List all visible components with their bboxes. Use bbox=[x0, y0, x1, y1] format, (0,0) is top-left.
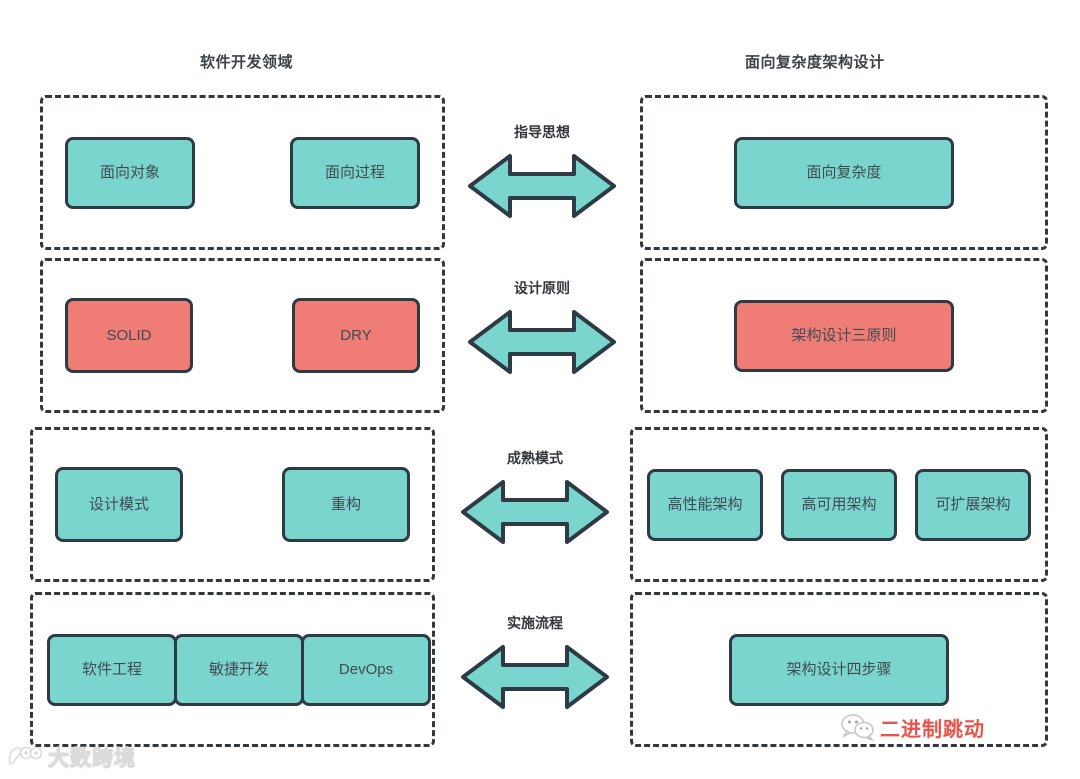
node-row: 面向对象 面向过程 bbox=[43, 136, 442, 209]
column-title-right: 面向复杂度架构设计 bbox=[745, 54, 885, 71]
node-row: 面向复杂度 bbox=[643, 136, 1045, 209]
node-box[interactable]: 面向对象 bbox=[65, 136, 195, 209]
arrow-label: 成熟模式 bbox=[507, 450, 563, 466]
group-right-row-2: 架构设计三原则 bbox=[640, 258, 1048, 413]
node-row: SOLID DRY bbox=[43, 298, 442, 373]
node-box[interactable]: DevOps bbox=[301, 633, 431, 706]
node-box[interactable]: 软件工程 bbox=[47, 633, 177, 706]
node-row: 软件工程 敏捷开发 DevOps bbox=[33, 633, 445, 706]
double-arrow-icon bbox=[468, 154, 616, 218]
group-right-row-3: 高性能架构 高可用架构 可扩展架构 bbox=[630, 427, 1048, 582]
double-arrow-icon bbox=[468, 310, 616, 374]
node-box[interactable]: 架构设计四步骤 bbox=[729, 633, 949, 706]
segmented-node-group: 软件工程 敏捷开发 DevOps bbox=[47, 633, 431, 706]
group-left-row-1: 面向对象 面向过程 bbox=[40, 95, 445, 250]
group-right-row-1: 面向复杂度 bbox=[640, 95, 1048, 250]
node-box[interactable]: 面向复杂度 bbox=[734, 136, 954, 209]
node-box[interactable]: 高可用架构 bbox=[781, 468, 897, 541]
node-box[interactable]: 高性能架构 bbox=[647, 468, 763, 541]
node-box[interactable]: 面向过程 bbox=[290, 136, 420, 209]
node-box[interactable]: 设计模式 bbox=[55, 467, 183, 542]
group-right-row-4: 架构设计四步骤 bbox=[630, 592, 1048, 747]
node-box[interactable]: SOLID bbox=[65, 298, 193, 373]
group-left-row-3: 设计模式 重构 bbox=[30, 427, 435, 582]
node-box[interactable]: 重构 bbox=[282, 467, 410, 542]
arrow-label: 实施流程 bbox=[507, 615, 563, 631]
arrow-label: 设计原则 bbox=[514, 280, 570, 296]
relation-arrow-4: 实施流程 bbox=[455, 613, 615, 715]
relation-arrow-3: 成熟模式 bbox=[455, 448, 615, 550]
node-box[interactable]: 敏捷开发 bbox=[174, 633, 304, 706]
node-row: 架构设计四步骤 bbox=[633, 633, 1045, 706]
relation-arrow-2: 设计原则 bbox=[462, 278, 622, 380]
double-arrow-icon bbox=[461, 480, 609, 544]
group-left-row-2: SOLID DRY bbox=[40, 258, 445, 413]
node-box[interactable]: DRY bbox=[292, 298, 420, 373]
arrow-label: 指导思想 bbox=[514, 124, 570, 140]
node-row: 设计模式 重构 bbox=[33, 467, 432, 542]
node-box[interactable]: 架构设计三原则 bbox=[734, 299, 954, 372]
relation-arrow-1: 指导思想 bbox=[462, 122, 622, 224]
owl-logo-icon bbox=[8, 746, 42, 766]
node-box[interactable]: 可扩展架构 bbox=[915, 468, 1031, 541]
group-left-row-4: 软件工程 敏捷开发 DevOps bbox=[30, 592, 435, 747]
double-arrow-icon bbox=[461, 645, 609, 709]
node-row: 高性能架构 高可用架构 可扩展架构 bbox=[633, 468, 1045, 541]
column-title-left: 软件开发领域 bbox=[200, 54, 294, 71]
node-row: 架构设计三原则 bbox=[643, 299, 1045, 372]
